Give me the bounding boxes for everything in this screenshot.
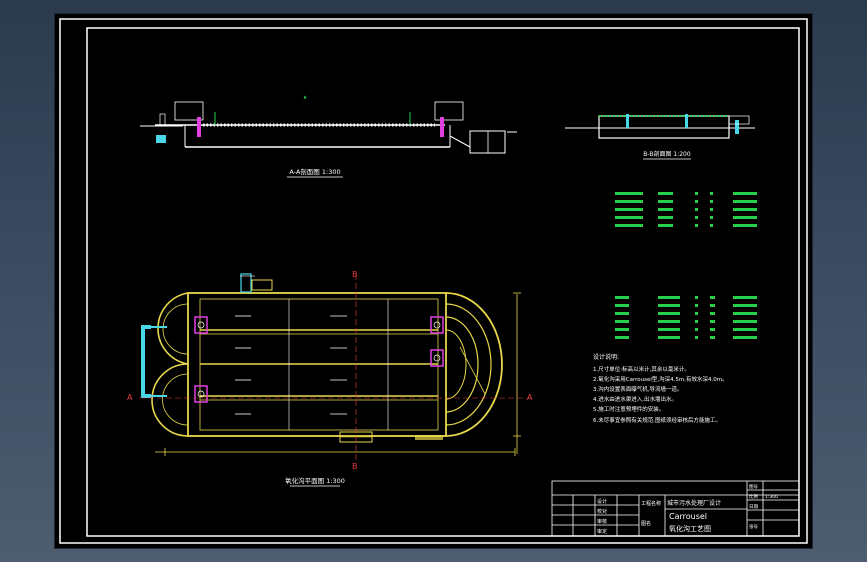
tb-label: 审核: [597, 518, 607, 525]
inner-border: [86, 27, 800, 537]
tb-label: 设计: [597, 498, 607, 505]
drawing-canvas: ▲ A-A剖面图 1:300 B-B剖面图 1:200 设计说明: 1.尺寸单位…: [59, 18, 808, 544]
cad-viewport[interactable]: ▲ A-A剖面图 1:300 B-B剖面图 1:200 设计说明: 1.尺寸单位…: [55, 14, 812, 548]
svg-text:▲: ▲: [303, 94, 307, 99]
tb-label: 日期: [749, 504, 758, 510]
section-bb-title: B-B剖面图 1:200: [643, 150, 691, 158]
tb-label: 审定: [597, 528, 607, 535]
tb-sheet-label: 图名: [641, 520, 651, 527]
tb-project: 城市污水处理厂设计: [667, 499, 721, 507]
tb-label: 图号: [749, 484, 758, 490]
tb-project-label: 工程名称: [641, 500, 661, 507]
section-aa-title: A-A剖面图 1:300: [289, 167, 340, 176]
equipment-table-1: [615, 192, 757, 227]
tb-drawing-name-2: 氧化沟工艺图: [669, 524, 711, 533]
note-item: 4.进水由进水渠进入,出水堰出水。: [593, 395, 677, 403]
section-aa: ▲ A-A剖面图 1:300: [140, 94, 517, 178]
equipment-table-2: [615, 296, 757, 339]
plan-view: A A B B 氧化沟平面图 1:300: [127, 270, 533, 487]
tb-label: 比例: [749, 493, 758, 500]
tb-label: 张号: [749, 523, 758, 530]
section-marker-b-bottom: B: [352, 462, 358, 471]
outer-frame: [59, 18, 808, 544]
tb-scale: 1:300: [765, 494, 778, 500]
notes-heading: 设计说明:: [593, 353, 619, 361]
section-bb: B-B剖面图 1:200: [565, 114, 755, 160]
note-item: 5.施工时注意预埋件的安装。: [593, 405, 664, 413]
note-item: 2.氧化沟采用Carrousel型,沟深4.5m,有效水深4.0m。: [593, 375, 728, 383]
section-marker-a-left: A: [127, 393, 133, 402]
design-notes: 设计说明: 1.尺寸单位:标高以米计,其余以毫米计。 2.氧化沟采用Carrou…: [593, 353, 728, 424]
plan-title: 氧化沟平面图 1:300: [285, 476, 345, 485]
note-item: 1.尺寸单位:标高以米计,其余以毫米计。: [593, 365, 690, 373]
title-block-text: 设计 校对 审核 审定 工程名称 城市污水处理厂设计 图名 Carrousel …: [597, 484, 778, 535]
section-marker-a-right: A: [527, 393, 533, 402]
tb-drawing-name-1: Carrousel: [669, 512, 707, 521]
tb-label: 校对: [597, 508, 607, 515]
section-marker-b-top: B: [352, 270, 358, 279]
title-block: [551, 480, 800, 537]
note-item: 3.沟内设置表面曝气机,导流墙一道。: [593, 385, 683, 393]
note-item: 6.未尽事宜参照有关规范,图纸须经审核后方能施工。: [593, 416, 721, 424]
